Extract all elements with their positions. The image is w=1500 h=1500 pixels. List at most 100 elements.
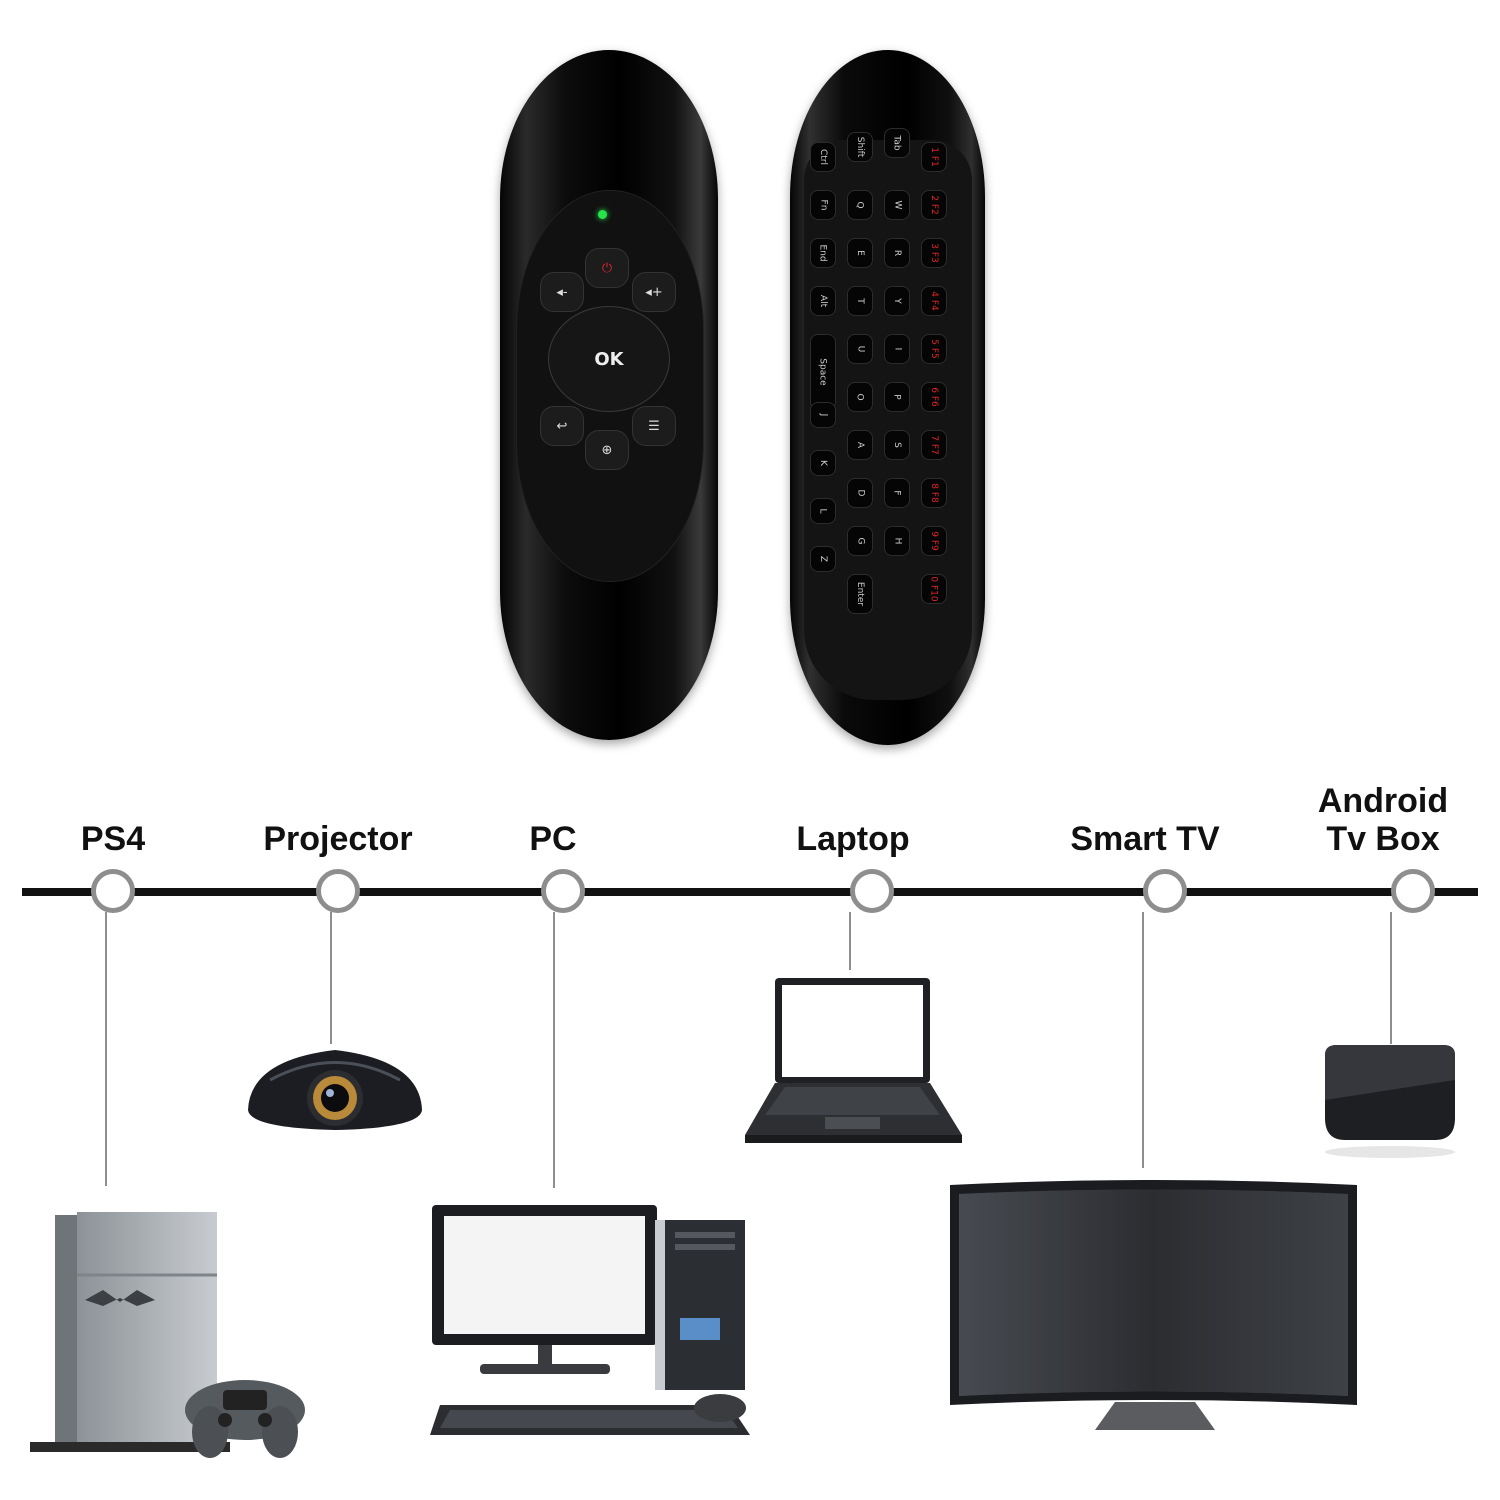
letter-key-f-label: F: [892, 490, 902, 496]
timeline-node-ps4: [91, 869, 135, 913]
end-key-label: End: [817, 244, 828, 262]
letter-key-q[interactable]: Q: [847, 190, 873, 220]
letter-key-y[interactable]: Y: [884, 286, 910, 316]
letter-key-e-label: E: [855, 250, 865, 256]
timeline-node-pc: [541, 869, 585, 913]
letter-key-p-label: P: [892, 394, 902, 400]
projector-illustration: [248, 1050, 422, 1130]
letter-key-g[interactable]: G: [847, 526, 873, 556]
connector-laptop: [849, 912, 851, 970]
ok-label: OK: [594, 348, 624, 370]
number-key-5[interactable]: 5 F5: [921, 334, 947, 364]
fn-key-label: Fn: [817, 199, 828, 211]
device-label-ps4: PS4: [80, 820, 146, 858]
number-key-4[interactable]: 4 F4: [921, 286, 947, 316]
number-key-7-label: 7 F7: [929, 435, 939, 455]
number-key-1[interactable]: 1 F1: [921, 142, 947, 172]
number-key-7[interactable]: 7 F7: [921, 430, 947, 460]
letter-key-k[interactable]: K: [810, 450, 836, 476]
letter-key-q-label: Q: [855, 201, 865, 209]
letter-key-o-label: O: [855, 393, 865, 401]
alt-key[interactable]: Alt: [810, 286, 836, 316]
mouse-toggle-button[interactable]: ⊕: [585, 430, 629, 470]
device-label-pc: PC: [529, 820, 577, 858]
number-key-8[interactable]: 8 F8: [921, 478, 947, 508]
letter-key-r[interactable]: R: [884, 238, 910, 268]
back-home-button[interactable]: ↩: [540, 406, 584, 446]
letter-key-a[interactable]: A: [847, 430, 873, 460]
letter-key-z-label: Z: [817, 555, 828, 563]
number-key-1-label: 1 F1: [929, 147, 939, 167]
letter-key-i[interactable]: I: [884, 334, 910, 364]
enter-key[interactable]: Enter: [847, 574, 873, 614]
letter-key-k-label: K: [818, 460, 828, 466]
alt-key-label: Alt: [818, 294, 828, 308]
air-mouse-remote-keyboard-side: 1 F1 2 F2 3 F3 4 F4 5 F5 6 F6 7 F7 8 F8 9 F9 0 F1…: [790, 50, 985, 745]
letter-key-j-label: J: [818, 413, 828, 417]
letter-key-d[interactable]: D: [847, 478, 873, 508]
device-label-projector: Projector: [263, 820, 413, 858]
laptop-illustration: [745, 978, 962, 1143]
volume-down-button[interactable]: ◂-: [540, 272, 584, 312]
space-key[interactable]: Space: [810, 334, 836, 410]
letter-key-g-label: G: [854, 537, 865, 545]
desktop-pc-illustration: [430, 1205, 750, 1435]
number-key-8-label: 8 F8: [929, 483, 939, 503]
air-mouse-remote-front: ⏻ ◂- ◂+ OK ↩ ☰ ⊕: [500, 50, 718, 740]
menu-button[interactable]: ☰: [632, 406, 676, 446]
shift-key-label: Shift: [855, 136, 865, 158]
tab-key-label: Tab: [892, 135, 902, 151]
letter-key-d-label: D: [855, 489, 865, 497]
letter-key-z[interactable]: Z: [810, 546, 836, 572]
letter-key-f[interactable]: F: [884, 478, 910, 508]
letter-key-p[interactable]: P: [884, 382, 910, 412]
number-key-3[interactable]: 3 F3: [921, 238, 947, 268]
letter-key-u-label: U: [855, 345, 865, 353]
device-label-android-tv-box: Android Tv Box: [1317, 782, 1449, 858]
letter-key-e[interactable]: E: [847, 238, 873, 268]
tab-key[interactable]: Tab: [884, 128, 910, 158]
letter-key-s-label: S: [892, 442, 902, 448]
android-tv-box-illustration: [1325, 1045, 1455, 1158]
ps4-console-illustration: [30, 1212, 305, 1458]
fn-key[interactable]: Fn: [810, 190, 836, 220]
letter-key-t[interactable]: T: [847, 286, 873, 316]
number-key-3-label: 3 F3: [929, 243, 939, 263]
letter-key-s[interactable]: S: [884, 430, 910, 460]
shift-key[interactable]: Shift: [847, 132, 873, 162]
timeline-node-laptop: [850, 869, 894, 913]
letter-key-h[interactable]: H: [884, 526, 910, 556]
connector-pc: [553, 912, 555, 1188]
number-key-9[interactable]: 9 F9: [921, 526, 947, 556]
letter-key-u[interactable]: U: [847, 334, 873, 364]
end-key[interactable]: End: [810, 238, 836, 268]
letter-key-w[interactable]: W: [884, 190, 910, 220]
status-led-icon: [598, 210, 607, 219]
number-key-5-label: 5 F5: [929, 339, 939, 359]
timeline-node-smart-tv: [1143, 869, 1187, 913]
letter-key-o[interactable]: O: [847, 382, 873, 412]
letter-key-t-label: T: [855, 298, 865, 304]
letter-key-y-label: Y: [892, 298, 902, 304]
letter-key-j[interactable]: J: [810, 402, 836, 428]
ctrl-key[interactable]: Ctrl: [810, 142, 836, 172]
number-key-2[interactable]: 2 F2: [921, 190, 947, 220]
ok-button[interactable]: OK: [548, 306, 670, 412]
letter-key-l-label: L: [817, 508, 828, 514]
volume-up-button[interactable]: ◂+: [632, 272, 676, 312]
connector-ps4: [105, 912, 107, 1186]
number-key-6[interactable]: 6 F6: [921, 382, 947, 412]
timeline-node-projector: [316, 869, 360, 913]
letter-key-l[interactable]: L: [810, 498, 836, 524]
letter-key-r-label: R: [891, 249, 902, 257]
letter-key-w-label: W: [892, 200, 902, 210]
number-key-0[interactable]: 0 F10: [921, 574, 947, 604]
letter-key-h-label: H: [892, 537, 902, 545]
device-label-laptop: Laptop: [796, 820, 910, 858]
connector-android-tv-box: [1390, 912, 1392, 1044]
device-label-smart-tv: Smart TV: [1070, 820, 1220, 858]
smart-tv-illustration: [950, 1180, 1357, 1430]
enter-key-label: Enter: [855, 581, 866, 607]
power-button[interactable]: ⏻: [585, 248, 629, 288]
